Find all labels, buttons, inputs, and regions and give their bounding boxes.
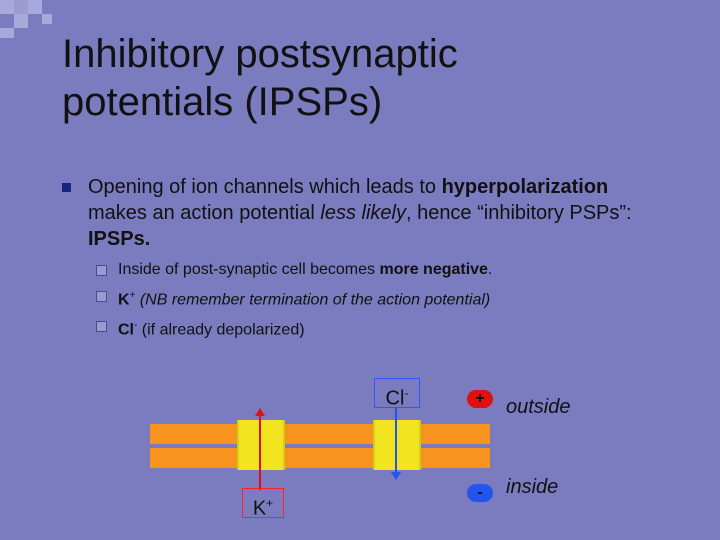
checkbox-bullet-icon (96, 291, 107, 302)
sub-bullet-1: Inside of post-synaptic cell becomes mor… (96, 257, 656, 283)
potassium-charge: + (129, 290, 136, 301)
potassium-arrowhead (255, 408, 265, 416)
outside-label: outside (506, 396, 571, 418)
ion-flow-arrows (255, 400, 401, 490)
sub-bullet-list: Inside of post-synaptic cell becomes mor… (96, 257, 656, 344)
more-negative-term: more negative (379, 261, 488, 278)
negative-charge-badge: - (467, 484, 493, 502)
sub-bullet-1-end: . (487, 261, 493, 278)
main-bullet-part3: makes an action potential (88, 202, 321, 224)
title-line-1: Inhibitory postsynaptic (62, 32, 458, 76)
potassium-symbol: K (118, 291, 130, 309)
square-bullet-icon (62, 183, 71, 192)
main-bullet-text: Opening of ion channels which leads to h… (88, 174, 642, 252)
membrane-diagram: Cl- K+ + - outside inside (0, 370, 720, 540)
chloride-label: Cl- (374, 378, 420, 410)
sub-bullet-2: K+ (NB remember termination of the actio… (96, 283, 656, 313)
less-likely-term: less likely (320, 202, 406, 224)
main-bullet-part5: , hence “inhibitory PSPs”: (405, 202, 632, 224)
corner-decoration (0, 0, 52, 38)
checkbox-bullet-icon (96, 265, 107, 276)
sub-bullet-3: Cl- (if already depolarized) (96, 313, 656, 343)
sub-bullet-2-text: (NB remember termination of the action p… (135, 291, 491, 309)
main-bullet-part1: Opening of ion channels which leads to (88, 176, 442, 198)
title-line-2: potentials (IPSPs) (62, 80, 383, 124)
chloride-charge: - (134, 320, 138, 332)
main-bullet: Opening of ion channels which leads to h… (62, 174, 642, 252)
chloride-symbol: Cl (118, 321, 134, 339)
checkbox-bullet-icon (96, 321, 107, 333)
sub-bullet-3-text: (if already depolarized) (137, 321, 305, 339)
potassium-label: K+ (242, 488, 284, 520)
hyperpolarization-term: hyperpolarization (441, 176, 609, 198)
positive-charge-badge: + (467, 390, 493, 408)
slide-title: Inhibitory postsynaptic potentials (IPSP… (62, 30, 682, 126)
ipsps-term: IPSPs. (88, 228, 151, 250)
chloride-arrowhead (391, 472, 401, 480)
inside-label: inside (506, 476, 559, 498)
sub-bullet-1-text: Inside of post-synaptic cell becomes (118, 261, 380, 278)
